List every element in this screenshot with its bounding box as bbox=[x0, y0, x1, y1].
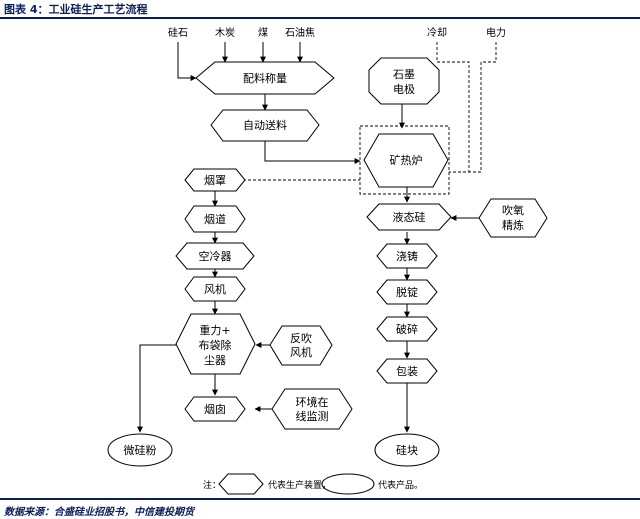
hex-back-blow-fan bbox=[269, 325, 333, 366]
arrow-feed-to-furnace bbox=[264, 141, 361, 164]
input-labels: 硅石 木炭 煤 石油焦 冷却 电力 bbox=[168, 26, 506, 39]
label-fan: 风机 bbox=[204, 282, 226, 296]
input-power: 电力 bbox=[486, 26, 506, 39]
hex-fan bbox=[184, 276, 246, 302]
label-flue: 烟道 bbox=[204, 212, 226, 226]
hex-demolding bbox=[376, 279, 438, 305]
hex-dust-collector bbox=[175, 313, 256, 375]
label-demolding: 脱锭 bbox=[396, 285, 418, 299]
dashed-connectors bbox=[243, 42, 497, 195]
footer-rule bbox=[0, 498, 640, 500]
ellipse-silicon-block bbox=[374, 433, 440, 467]
label-dust-collector-1: 重力+ bbox=[199, 323, 230, 337]
label-packing: 包装 bbox=[396, 365, 418, 378]
figure-title: 图表 4：工业硅生产工艺流程 bbox=[4, 3, 148, 16]
label-air-cooler: 空冷器 bbox=[199, 249, 232, 263]
hex-furnace bbox=[363, 133, 449, 188]
hex-hood bbox=[184, 168, 246, 192]
input-petroleum-coke: 石油焦 bbox=[285, 26, 315, 39]
label-crushing: 破碎 bbox=[396, 322, 418, 336]
hex-env-monitor bbox=[271, 388, 353, 430]
arrow-collector-to-microsilica bbox=[137, 344, 176, 433]
label-chimney: 烟囱 bbox=[204, 402, 226, 416]
legend-product-text: 代表产品。 bbox=[378, 479, 423, 491]
label-dust-collector-2: 布袋除 bbox=[199, 338, 232, 352]
node-labels: 配料称量 自动送料 石墨 电极 矿热炉 烟罩 烟道 空冷器 风机 重力+ 布袋除… bbox=[124, 68, 525, 457]
flow-connectors bbox=[137, 42, 479, 433]
dashed-cooling-line bbox=[436, 42, 470, 173]
label-env-monitor-1: 环境在 bbox=[296, 395, 329, 409]
legend-ellipse bbox=[321, 473, 375, 495]
hex-packing bbox=[376, 358, 438, 384]
legend-note: 注： bbox=[203, 479, 221, 491]
label-auto-feed: 自动送料 bbox=[243, 118, 287, 132]
input-silica: 硅石 bbox=[168, 26, 188, 39]
label-dust-collector-3: 尘器 bbox=[204, 354, 226, 367]
hex-air-cooler bbox=[175, 242, 255, 270]
equipment-nodes bbox=[175, 57, 548, 495]
furnace-dashed-frame bbox=[359, 125, 450, 195]
hex-flue bbox=[184, 205, 246, 233]
label-micro-silica: 微硅粉 bbox=[124, 443, 157, 457]
label-casting: 浇铸 bbox=[396, 249, 418, 263]
hex-oxygen-refining bbox=[478, 198, 548, 238]
label-furnace: 矿热炉 bbox=[390, 154, 423, 167]
hex-auto-feed bbox=[210, 109, 320, 142]
input-charcoal: 木炭 bbox=[215, 27, 235, 39]
data-source: 数据来源：合盛硅业招股书，中信建投期货 bbox=[4, 507, 194, 518]
product-nodes bbox=[107, 433, 440, 495]
label-graphite-electrode-1: 石墨 bbox=[393, 68, 415, 81]
hex-liquid-silicon bbox=[366, 203, 452, 231]
label-silicon-block: 硅块 bbox=[396, 444, 418, 457]
ellipse-micro-silica bbox=[107, 433, 173, 467]
arrow-silica-to-batching bbox=[177, 42, 197, 81]
dashed-power-line bbox=[469, 42, 497, 173]
legend-equipment-text: 代表生产装置， bbox=[268, 479, 331, 491]
hex-casting bbox=[376, 243, 438, 269]
hex-chimney bbox=[184, 396, 246, 422]
label-oxygen-refining-1: 吹氧 bbox=[502, 203, 524, 217]
label-graphite-electrode-2: 电极 bbox=[393, 82, 415, 96]
figure-footer: 数据来源：合盛硅业招股书，中信建投期货 bbox=[0, 498, 640, 519]
input-cooling: 冷却 bbox=[427, 26, 447, 39]
hex-crushing bbox=[376, 316, 438, 342]
figure-header: 图表 4：工业硅生产工艺流程 bbox=[0, 0, 640, 19]
label-liquid-silicon: 液态硅 bbox=[393, 210, 426, 224]
label-back-blow-fan-2: 风机 bbox=[290, 345, 312, 359]
legend-hexagon bbox=[218, 473, 264, 495]
hex-batching bbox=[195, 61, 335, 95]
label-oxygen-refining-2: 精炼 bbox=[502, 218, 524, 232]
label-back-blow-fan-1: 反吹 bbox=[290, 332, 312, 345]
input-coal: 煤 bbox=[258, 26, 268, 39]
header-rule bbox=[0, 17, 640, 19]
label-env-monitor-2: 线监测 bbox=[296, 409, 329, 423]
label-hood: 烟罩 bbox=[204, 173, 226, 187]
legend: 注： 代表生产装置， 代表产品。 bbox=[203, 479, 423, 491]
label-batching: 配料称量 bbox=[243, 71, 287, 85]
oct-graphite-electrode bbox=[368, 57, 440, 105]
